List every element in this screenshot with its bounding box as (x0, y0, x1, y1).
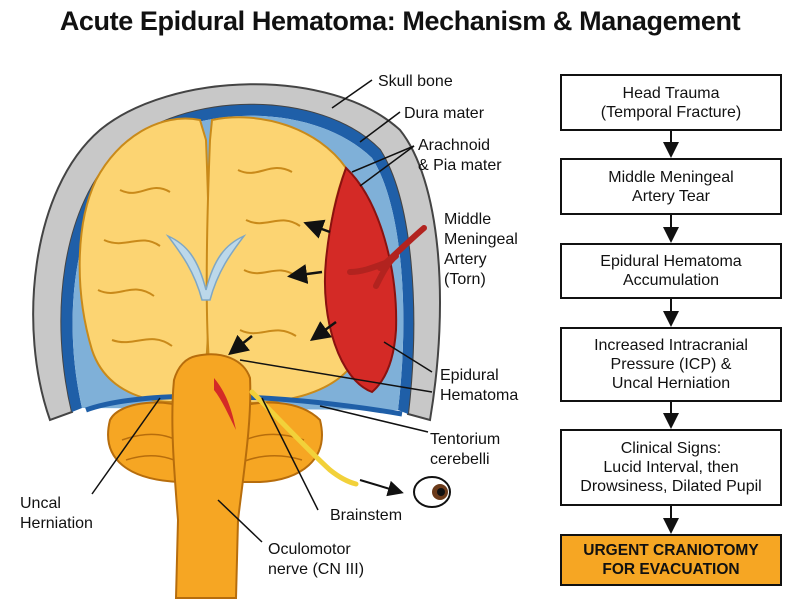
label-epidural-line1: Epidural (440, 367, 499, 384)
oculomotor-nerve-structure (249, 389, 359, 487)
flow-step-text: FOR EVACUATION (602, 561, 740, 578)
flow-step-text: Pressure (ICP) & (610, 356, 732, 373)
flow-step-text: Middle Meningeal (608, 168, 734, 186)
epidural-hematoma (324, 166, 398, 394)
label-epidural-line2: Hematoma (440, 387, 518, 404)
eye-icon (413, 476, 451, 508)
lateral-ventricles (165, 234, 247, 301)
label-tentorium-line2: cerebelli (430, 451, 490, 468)
flow-step-icp-herniation: Increased Intracranial Pressure (ICP) & … (560, 327, 782, 402)
flow-step-text: Accumulation (622, 272, 720, 289)
middle-meningeal-artery (347, 225, 427, 289)
label-mma-line3: Artery (444, 251, 487, 268)
flow-step-text: (Temporal Fracture) (600, 103, 742, 121)
flow-step-text: Drowsiness, Dilated Pupil (580, 478, 762, 495)
label-arachnoid-line2: & Pia mater (418, 157, 502, 174)
flow-step-text: Lucid Interval, then (603, 459, 739, 476)
flow-step-text: Epidural Hematoma (600, 253, 742, 270)
flow-step-clinical-signs: Clinical Signs: Lucid Interval, then Dro… (560, 429, 782, 506)
label-uncal-line1: Uncal (20, 495, 61, 512)
flow-step-text: Head Trauma (622, 84, 720, 102)
flow-step-text: Uncal Herniation (611, 375, 731, 392)
label-brainstem: Brainstem (330, 507, 402, 524)
flow-step-text: Artery Tear (632, 187, 710, 205)
flow-step-urgent-craniotomy: URGENT CRANIOTOMY FOR EVACUATION (560, 534, 782, 586)
mass-effect-arrows (228, 219, 337, 356)
flow-step-hematoma-accumulation: Epidural Hematoma Accumulation (560, 243, 782, 299)
label-oculomotor-line2: nerve (CN III) (268, 561, 364, 578)
page-title: Acute Epidural Hematoma: Mechanism & Man… (59, 6, 741, 36)
flow-step-text: Clinical Signs: (620, 440, 722, 457)
uncal-herniation-shape (214, 378, 236, 430)
flow-step-artery-tear: Middle Meningeal Artery Tear (560, 158, 782, 215)
label-skull-bone: Skull bone (378, 73, 453, 90)
label-mma-line2: Meningeal (444, 231, 518, 248)
label-arachnoid-line1: Arachnoid (418, 137, 490, 154)
flow-step-text: URGENT CRANIOTOMY (583, 542, 759, 559)
label-dura-mater: Dura mater (404, 105, 485, 122)
leader-lines (91, 79, 433, 543)
gyri-folds (97, 167, 301, 347)
nerve-to-eye-arrow (359, 479, 404, 497)
label-mma-line1: Middle (444, 211, 491, 228)
flow-step-text: Increased Intracranial (594, 337, 748, 354)
label-oculomotor-line1: Oculomotor (268, 541, 351, 558)
label-uncal-line2: Herniation (20, 515, 93, 532)
label-tentorium-line1: Tentorium (430, 431, 500, 448)
flow-step-head-trauma: Head Trauma (Temporal Fracture) (560, 74, 782, 131)
label-mma-line4: (Torn) (444, 271, 486, 288)
brainstem-structure (171, 353, 252, 599)
